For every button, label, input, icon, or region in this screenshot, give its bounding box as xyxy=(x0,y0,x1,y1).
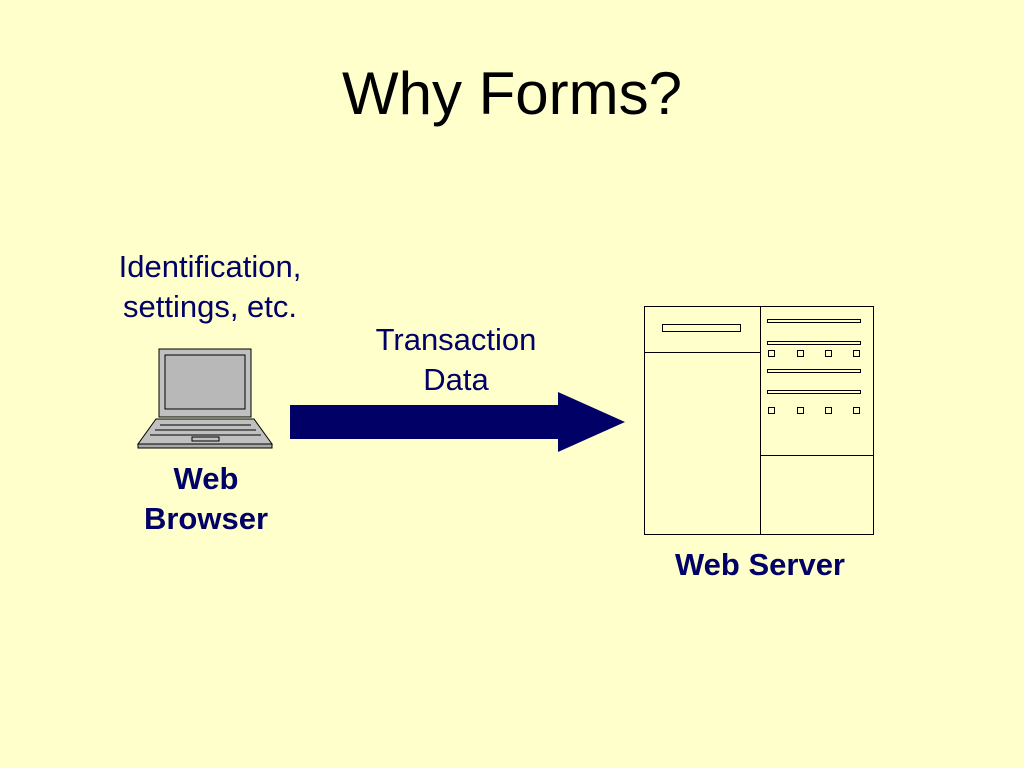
server-form-checkbox xyxy=(825,407,832,414)
server-document-icon xyxy=(644,306,874,535)
server-form-checkbox xyxy=(825,350,832,357)
laptop-front-edge xyxy=(137,443,273,449)
laptop-screen xyxy=(164,354,246,410)
client-note-line-1: Identification, xyxy=(118,249,302,284)
web-browser-label-line-1: Web xyxy=(173,461,239,496)
server-frame xyxy=(644,306,874,535)
server-form-checkbox xyxy=(768,350,775,357)
server-form-line xyxy=(767,390,861,394)
server-header-field xyxy=(662,324,741,332)
laptop-touchpad xyxy=(191,436,220,442)
client-note: Identification, settings, etc. xyxy=(60,247,360,327)
server-form-checkbox xyxy=(797,407,804,414)
web-server-label: Web Server xyxy=(674,547,845,582)
server-form-checkbox xyxy=(853,350,860,357)
transaction-label: Transaction Data xyxy=(340,320,572,400)
server-form-line xyxy=(767,369,861,373)
slide-title: Why Forms? xyxy=(341,60,683,127)
laptop-icon xyxy=(137,348,273,449)
server-form-checkbox xyxy=(768,407,775,414)
server-form-checkbox xyxy=(853,407,860,414)
client-note-line-2: settings, etc. xyxy=(122,289,298,324)
web-browser-label: Web Browser xyxy=(100,459,312,539)
transaction-label-line-2: Data xyxy=(423,362,489,397)
transaction-label-line-1: Transaction xyxy=(375,322,537,357)
server-form-checkbox xyxy=(797,350,804,357)
transaction-arrow xyxy=(290,392,625,452)
server-form-line xyxy=(767,341,861,345)
web-browser-label-line-2: Browser xyxy=(143,501,269,536)
server-form-line xyxy=(767,319,861,323)
